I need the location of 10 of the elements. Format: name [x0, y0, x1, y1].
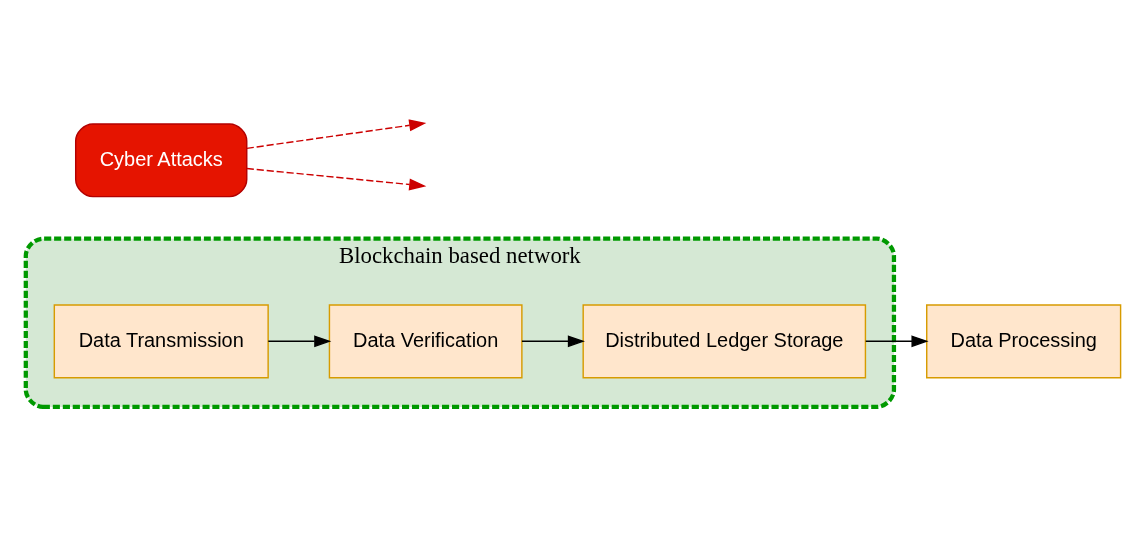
node-box: Cyber Attacks: [75, 122, 248, 197]
node-box: Data Processing: [926, 303, 1122, 378]
arrow: [267, 334, 332, 347]
node-box: Data Verification: [328, 303, 523, 378]
node-box: Data Transmission: [53, 303, 269, 378]
node-box: Distributed Ledger Storage: [582, 303, 867, 378]
arrow: [246, 167, 427, 190]
arrow: [865, 334, 929, 347]
arrow: [246, 118, 427, 149]
arrow: [521, 334, 585, 347]
